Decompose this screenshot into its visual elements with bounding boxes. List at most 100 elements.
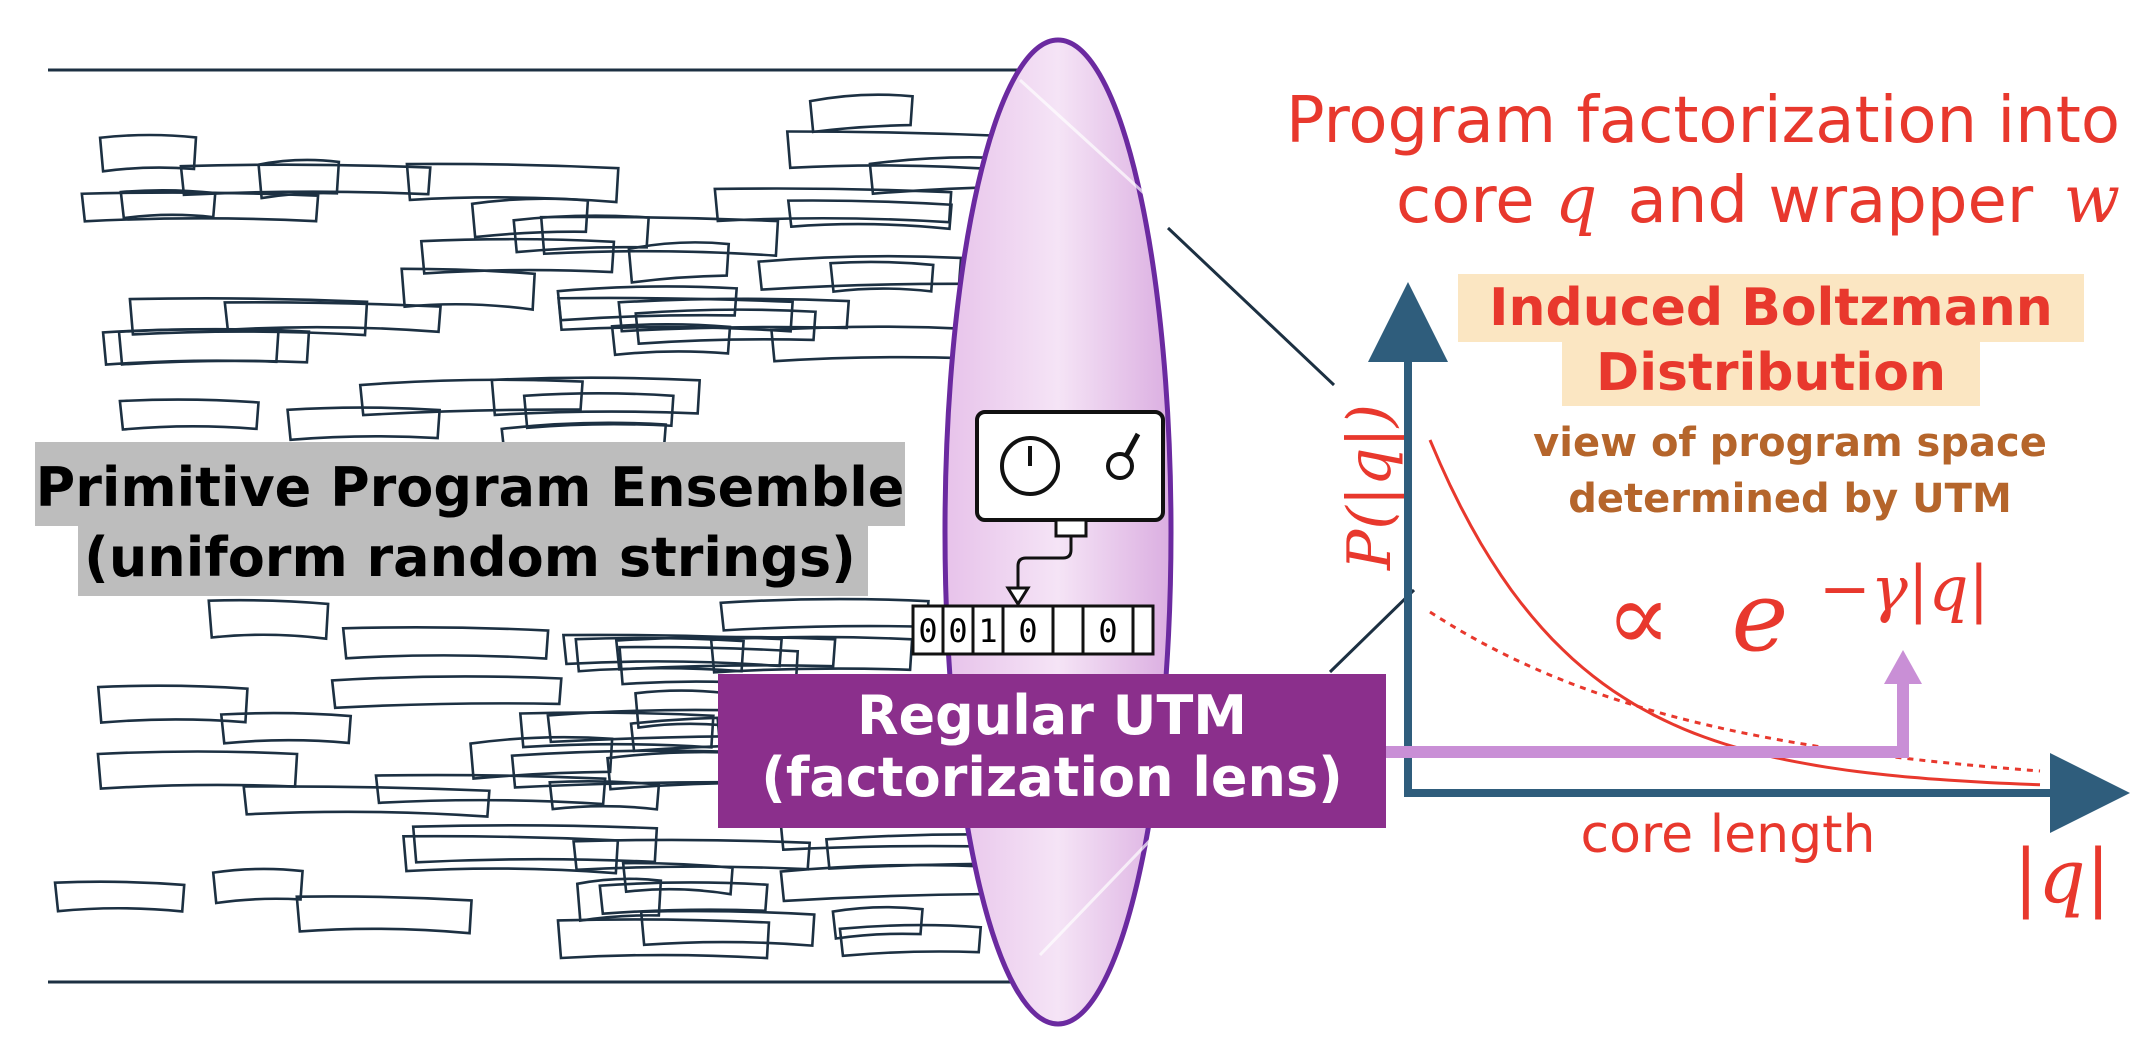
random-string bbox=[128, 297, 369, 337]
random-string bbox=[257, 158, 341, 200]
tape-cell bbox=[1081, 604, 1135, 656]
random-string bbox=[770, 325, 970, 363]
random-string bbox=[101, 328, 280, 366]
random-string bbox=[627, 241, 731, 284]
random-string bbox=[207, 598, 330, 641]
formula: ∝ e −γ|q| bbox=[1606, 552, 1989, 673]
ensemble-label-bg-1 bbox=[35, 442, 905, 526]
random-string bbox=[211, 867, 304, 905]
utm-label-line2: (factorization lens) bbox=[761, 746, 1343, 809]
header-w-symbol: w bbox=[2064, 161, 2121, 238]
tape-symbol: 0 bbox=[948, 612, 967, 650]
header-core-text: core bbox=[1396, 164, 1535, 238]
random-string bbox=[411, 824, 659, 864]
random-string bbox=[621, 861, 734, 896]
series-dotted-curve bbox=[1429, 610, 2041, 773]
random-string bbox=[610, 323, 732, 357]
random-string bbox=[556, 918, 771, 960]
x-axis-symbol: |q| bbox=[2013, 834, 2110, 920]
random-string bbox=[117, 327, 311, 366]
tape-symbol: 0 bbox=[918, 612, 937, 650]
random-string bbox=[219, 711, 353, 745]
random-string bbox=[548, 780, 661, 811]
random-string bbox=[469, 735, 614, 780]
random-string bbox=[374, 773, 607, 806]
tape-cell bbox=[971, 604, 1005, 656]
random-string bbox=[179, 163, 432, 197]
random-string bbox=[838, 923, 983, 958]
ensemble-label-bg-2 bbox=[78, 526, 868, 596]
random-string bbox=[223, 301, 442, 334]
random-string bbox=[341, 626, 550, 660]
random-string bbox=[405, 162, 620, 204]
random-string bbox=[96, 750, 299, 790]
random-string bbox=[96, 684, 249, 724]
random-string bbox=[53, 880, 186, 913]
random-string bbox=[419, 237, 616, 275]
random-string bbox=[719, 597, 930, 632]
random-string bbox=[242, 785, 491, 818]
random-string bbox=[118, 398, 260, 431]
ensemble-label-line1: Primitive Program Ensemble bbox=[36, 456, 905, 519]
random-string bbox=[286, 406, 442, 442]
random-string bbox=[98, 133, 198, 173]
random-string bbox=[80, 191, 320, 223]
distribution-subtitle-line1: view of program space bbox=[1533, 420, 2047, 466]
utm-label-box bbox=[718, 674, 1386, 828]
random-string bbox=[490, 376, 702, 417]
projection-line-top bbox=[1166, 226, 1336, 387]
utm-machine-icon bbox=[975, 410, 1165, 607]
random-string bbox=[572, 838, 812, 872]
formula-exponent: −γ|q| bbox=[1819, 552, 1989, 625]
random-string bbox=[709, 635, 914, 674]
random-string bbox=[557, 296, 795, 333]
random-string bbox=[634, 308, 817, 346]
tape-cell bbox=[1131, 604, 1155, 656]
random-string bbox=[358, 378, 584, 417]
random-string bbox=[539, 215, 780, 258]
random-string bbox=[119, 188, 217, 220]
tape-cell bbox=[1001, 604, 1055, 656]
distribution-title-line1: Induced Boltzmann bbox=[1489, 278, 2053, 338]
random-string bbox=[808, 93, 914, 134]
header-wrapper-text: and wrapper bbox=[1628, 164, 2034, 238]
utm-label-line1: Regular UTM bbox=[857, 684, 1247, 747]
y-axis-label: P(|q|) bbox=[1335, 404, 1405, 571]
projection-arrowhead bbox=[1884, 650, 1922, 684]
random-string bbox=[522, 392, 675, 430]
random-string bbox=[575, 877, 663, 923]
random-string bbox=[829, 260, 935, 294]
tape-cell bbox=[911, 604, 945, 656]
random-string bbox=[639, 909, 816, 948]
random-string bbox=[400, 267, 537, 312]
projection-arrow bbox=[1386, 680, 1909, 758]
x-axis-label: core length bbox=[1581, 805, 1876, 865]
random-string bbox=[556, 285, 739, 322]
random-string bbox=[512, 214, 651, 254]
random-string bbox=[614, 635, 837, 671]
random-string bbox=[402, 834, 620, 875]
lens-highlight-top bbox=[1018, 78, 1170, 217]
tape-cell bbox=[1051, 604, 1085, 656]
distribution-title-bg-1 bbox=[1458, 274, 2084, 342]
random-string bbox=[786, 199, 953, 231]
tape-symbol: 1 bbox=[978, 612, 997, 650]
formula-proportional-symbol: ∝ bbox=[1606, 561, 1671, 673]
lens-highlight-bottom bbox=[1038, 828, 1162, 957]
random-string bbox=[779, 863, 992, 903]
tape-symbol: 0 bbox=[1098, 612, 1117, 650]
random-string bbox=[295, 895, 473, 935]
random-string bbox=[561, 633, 783, 668]
random-string bbox=[713, 187, 953, 224]
ensemble-label-line2: (uniform random strings) bbox=[84, 526, 856, 589]
projection-line-bottom bbox=[1328, 588, 1416, 674]
distribution-title-bg-2 bbox=[1562, 342, 1980, 406]
header-line2: core q and wrapper w bbox=[1396, 161, 2120, 238]
header-q-symbol: q bbox=[1555, 161, 1597, 238]
random-string bbox=[831, 905, 924, 940]
distribution-subtitle-line2: determined by UTM bbox=[1568, 476, 2012, 522]
header-line1: Program factorization into bbox=[1286, 84, 2120, 158]
random-string bbox=[470, 197, 590, 239]
formula-e: e bbox=[1731, 561, 1788, 673]
distribution-title-line2: Distribution bbox=[1596, 343, 1946, 403]
